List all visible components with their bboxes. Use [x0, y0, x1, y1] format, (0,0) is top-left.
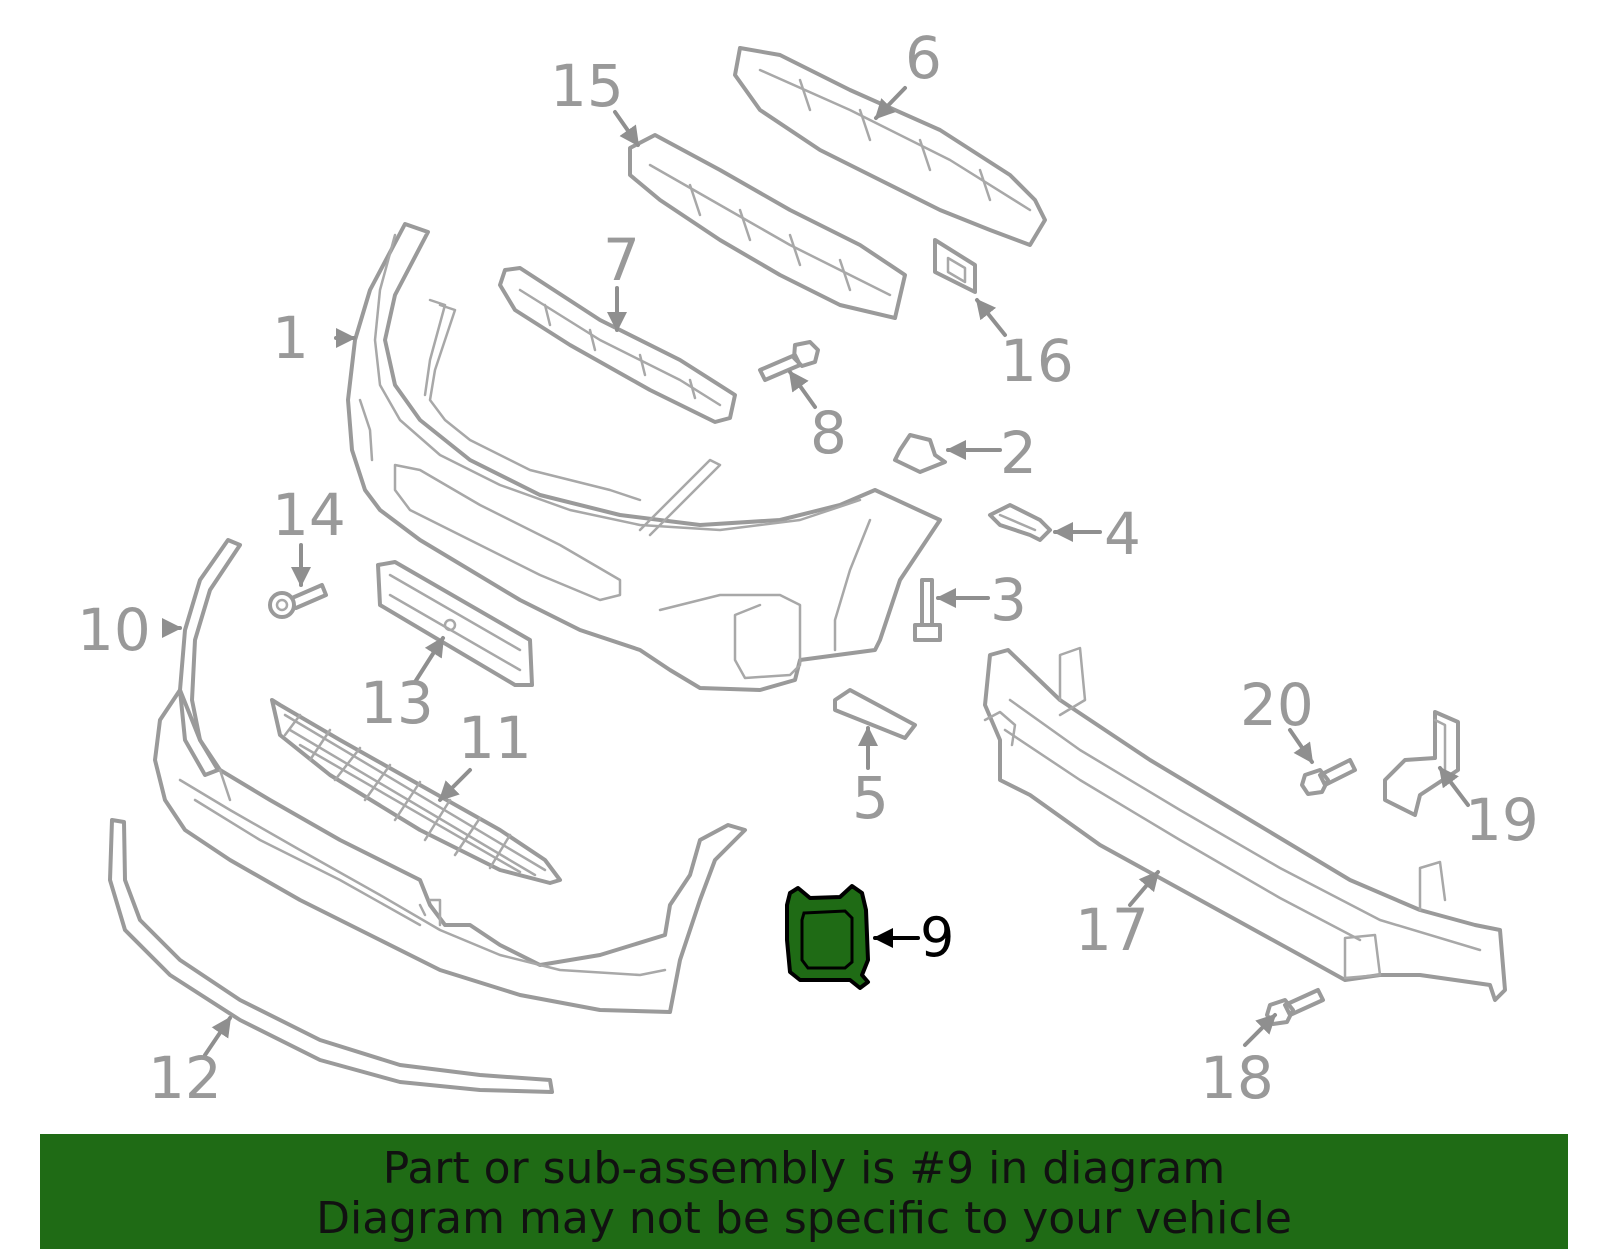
part-14-bolt[interactable]	[268, 583, 328, 619]
callout-5: 5	[852, 764, 889, 832]
part-11-lower-grille[interactable]	[270, 698, 562, 885]
part-9-fog-lamp-cover[interactable]	[785, 884, 870, 990]
callout-4: 4	[1104, 500, 1141, 568]
part-5-bracket[interactable]	[833, 688, 917, 740]
part-13-plate-bracket[interactable]	[376, 560, 534, 687]
part-16-bracket[interactable]	[933, 238, 977, 294]
part-15-bracket[interactable]	[628, 133, 907, 320]
callout-18: 18	[1200, 1044, 1274, 1112]
part-2-clip[interactable]	[893, 433, 947, 474]
part-18-bolt[interactable]	[1265, 988, 1325, 1026]
part-6-absorber[interactable]	[733, 46, 1047, 247]
callout-12: 12	[148, 1044, 222, 1112]
callout-16: 16	[1000, 327, 1074, 395]
callout-14: 14	[272, 481, 346, 549]
callout-19: 19	[1465, 786, 1539, 854]
info-banner: Part or sub-assembly is #9 in diagram Di…	[40, 1134, 1568, 1249]
callout-13: 13	[360, 669, 434, 737]
callout-20: 20	[1240, 671, 1314, 739]
part-7-grille[interactable]	[498, 266, 737, 424]
callout-6: 6	[905, 24, 942, 92]
callout-10: 10	[77, 596, 151, 664]
part-20-bolt[interactable]	[1300, 758, 1357, 796]
callout-7: 7	[603, 226, 640, 294]
callout-11: 11	[458, 704, 532, 772]
banner-line-1: Part or sub-assembly is #9 in diagram	[382, 1143, 1226, 1194]
part-1-bumper-cover[interactable]	[346, 222, 942, 692]
callout-15: 15	[550, 52, 624, 120]
callout-17: 17	[1075, 896, 1149, 964]
callout-8: 8	[810, 399, 847, 467]
leader-arrows	[162, 86, 1470, 1057]
callout-2: 2	[1000, 419, 1037, 487]
callout-9: 9	[920, 906, 954, 969]
part-8-bolt[interactable]	[758, 340, 820, 382]
part-4-bracket[interactable]	[988, 503, 1052, 542]
part-3-screw[interactable]	[913, 578, 942, 642]
banner-line-2: Diagram may not be specific to your vehi…	[316, 1193, 1292, 1244]
part-17-impact-beam[interactable]	[983, 646, 1507, 1002]
part-19-bracket[interactable]	[1383, 710, 1460, 817]
callout-3: 3	[990, 566, 1027, 634]
part-lower-panel[interactable]	[153, 688, 747, 1014]
part-10-trim[interactable]	[178, 538, 242, 777]
callout-1: 1	[272, 304, 309, 372]
part-12-lip-strip[interactable]	[108, 818, 554, 1094]
